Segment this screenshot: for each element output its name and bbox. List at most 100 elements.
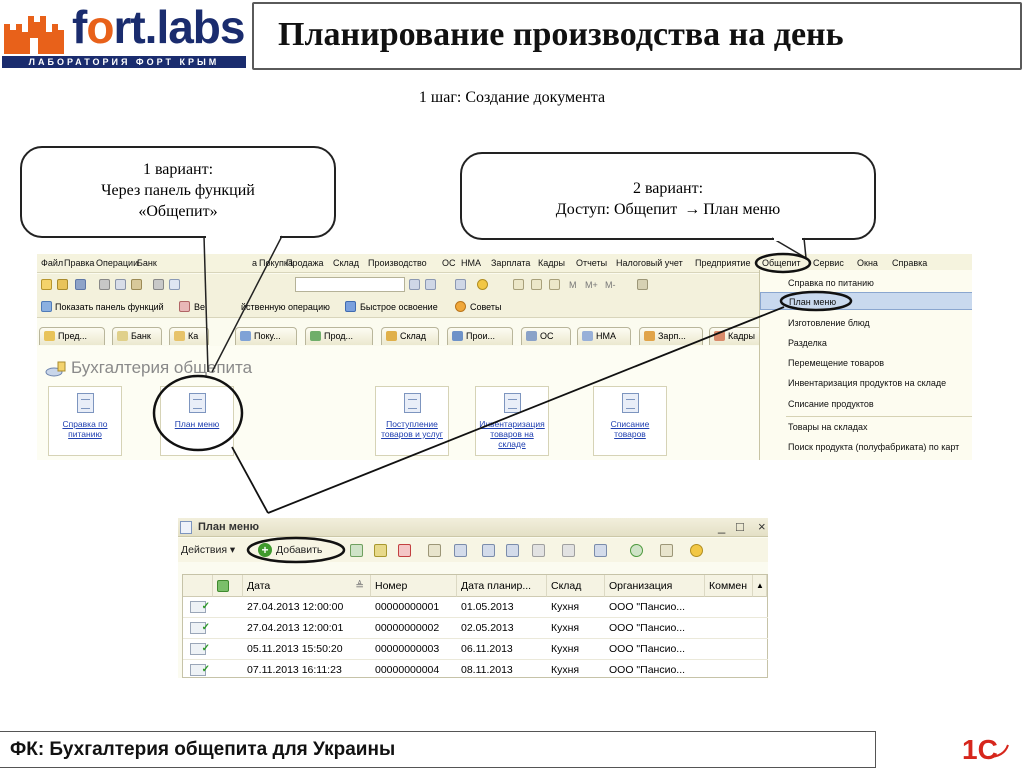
menu-production[interactable]: Производство [368, 258, 427, 268]
column-header-posted[interactable] [213, 575, 243, 597]
menu-tax[interactable]: Налоговый учет [616, 258, 683, 268]
tools-icon[interactable] [637, 279, 648, 290]
function-button-goods-receipt[interactable]: Поступление товаров и услуг [375, 386, 449, 456]
print-icon[interactable] [153, 279, 164, 290]
menu-salary[interactable]: Зарплата [491, 258, 531, 268]
help-icon[interactable] [690, 544, 703, 557]
menu-item-butchering[interactable]: Разделка [788, 338, 827, 348]
tab-cash[interactable]: Ка [169, 327, 209, 345]
post-document-icon[interactable] [428, 544, 441, 557]
info-icon[interactable] [477, 279, 488, 290]
memory-m-button[interactable]: M [569, 280, 577, 290]
table-row[interactable]: 27.04.2013 12:00:00 00000000001 01.05.20… [183, 597, 768, 618]
maximize-button[interactable]: □ [736, 519, 744, 534]
journal-icon[interactable] [455, 279, 466, 290]
paste-icon[interactable] [131, 279, 142, 290]
copy-icon[interactable] [115, 279, 126, 290]
tab-intangibles[interactable]: НМА [577, 327, 631, 345]
calendar-icon[interactable] [513, 279, 524, 290]
menu-bank[interactable]: Банк [137, 258, 157, 268]
function-button-write-off[interactable]: Списание товаров [593, 386, 667, 456]
menu-service[interactable]: Сервис [813, 258, 844, 268]
tab-fixed-assets[interactable]: ОС [521, 327, 571, 345]
tab-bank[interactable]: Банк [112, 327, 162, 345]
cut-icon[interactable] [99, 279, 110, 290]
manual-operation-button[interactable]: йственную операцию [241, 302, 330, 312]
menu-item-product-search[interactable]: Поиск продукта (полуфабриката) по карт [788, 442, 960, 452]
menu-item-goods-transfer[interactable]: Перемещение товаров [788, 358, 884, 368]
menu-item-stock-goods[interactable]: Товары на складах [788, 422, 868, 432]
table-row[interactable]: 27.04.2013 12:00:01 00000000002 02.05.20… [183, 618, 768, 639]
menu-cash-fragment[interactable]: а [252, 258, 258, 268]
find-icon[interactable] [454, 544, 467, 557]
column-header-number[interactable]: Номер [371, 575, 457, 597]
find-next-icon[interactable] [409, 279, 420, 290]
table-row[interactable]: 05.11.2013 15:50:20 00000000003 06.11.20… [183, 639, 768, 660]
column-header-status[interactable] [183, 575, 213, 597]
menu-fixed-assets[interactable]: ОС [442, 258, 456, 268]
menu-help[interactable]: Справка [892, 258, 928, 268]
show-function-panel-button[interactable]: Показать панель функций [55, 302, 164, 312]
tab-purchase[interactable]: Поку... [235, 327, 297, 345]
menu-item-product-write-off[interactable]: Списание продуктов [788, 399, 874, 409]
scroll-up-arrow-icon[interactable]: ▲ [753, 575, 767, 597]
menu-hr[interactable]: Кадры [538, 258, 565, 268]
add-button[interactable]: +Добавить [256, 541, 322, 559]
filter-value-icon[interactable] [506, 544, 519, 557]
menu-item-menu-plan[interactable]: План меню [760, 292, 972, 310]
copy-row-icon[interactable] [350, 544, 363, 557]
column-header-organization[interactable]: Организация [605, 575, 705, 597]
menu-windows[interactable]: Окна [857, 258, 878, 268]
preview-icon[interactable] [169, 279, 180, 290]
filter-icon[interactable] [482, 544, 495, 557]
column-header-warehouse[interactable]: Склад [547, 575, 605, 597]
menu-edit[interactable]: Правка [64, 258, 95, 268]
table-row[interactable]: 07.11.2013 16:11:23 00000000004 08.11.20… [183, 660, 768, 678]
tab-enterprise[interactable]: Пред... [39, 327, 105, 345]
tab-salary[interactable]: Зарп... [639, 327, 703, 345]
close-button[interactable]: × [758, 519, 766, 534]
menu-item-dish-production[interactable]: Изготовление блюд [788, 318, 870, 328]
refresh-icon[interactable] [630, 544, 643, 557]
tab-production[interactable]: Прои... [447, 327, 513, 345]
menu-intangibles[interactable]: НМА [461, 258, 481, 268]
menu-item-stock-inventory[interactable]: Инвентаризация продуктов на складе [788, 378, 947, 388]
menu-item-nutrition-reference[interactable]: Справка по питанию [788, 278, 874, 288]
memory-mminus-button[interactable]: M- [605, 280, 616, 290]
open-folder-icon[interactable] [57, 279, 68, 290]
column-header-date[interactable]: Дата≜ [243, 575, 371, 597]
calculator-icon[interactable] [531, 279, 542, 290]
edit-pencil-icon[interactable] [374, 544, 387, 557]
tips-button[interactable]: Советы [470, 302, 502, 312]
minimize-button[interactable]: _ [718, 519, 726, 534]
menu-file[interactable]: Файл [41, 258, 64, 268]
function-button-nutrition-reference[interactable]: Справка по питанию [48, 386, 122, 456]
tab-warehouse[interactable]: Склад [381, 327, 439, 345]
clear-filter-icon[interactable] [562, 544, 575, 557]
fixed-assets-icon [526, 331, 537, 341]
function-button-inventory[interactable]: Инвентаризация товаров на складе [475, 386, 549, 456]
column-header-comment[interactable]: Коммен [705, 575, 753, 597]
menu-operations[interactable]: Операции [96, 258, 139, 268]
menu-enterprise[interactable]: Предприятие [695, 258, 751, 268]
memory-mplus-button[interactable]: M+ [585, 280, 598, 290]
column-header-plan-date[interactable]: Дата планир... [457, 575, 547, 597]
menu-warehouse[interactable]: Склад [333, 258, 360, 268]
find-prev-icon[interactable] [425, 279, 436, 290]
menu-sales[interactable]: Продажа [286, 258, 324, 268]
tab-sales[interactable]: Прод... [305, 327, 373, 345]
save-icon[interactable] [75, 279, 86, 290]
quick-start-button[interactable]: Быстрое освоение [360, 302, 438, 312]
delete-icon[interactable] [398, 544, 411, 557]
new-document-icon[interactable] [41, 279, 52, 290]
search-combo-input[interactable] [295, 277, 405, 292]
report-icon[interactable] [660, 544, 673, 557]
actions-menu-button[interactable]: Действия ▾ [181, 544, 236, 556]
filter-history-icon[interactable] [532, 544, 545, 557]
function-button-menu-plan[interactable]: План меню [160, 386, 234, 456]
menu-reports[interactable]: Отчеты [576, 258, 608, 268]
users-icon[interactable] [549, 279, 560, 290]
menu-catering[interactable]: Общепит [762, 258, 801, 268]
enter-operation-button-fragment[interactable]: Ве [194, 302, 206, 312]
hierarchy-icon[interactable] [594, 544, 607, 557]
